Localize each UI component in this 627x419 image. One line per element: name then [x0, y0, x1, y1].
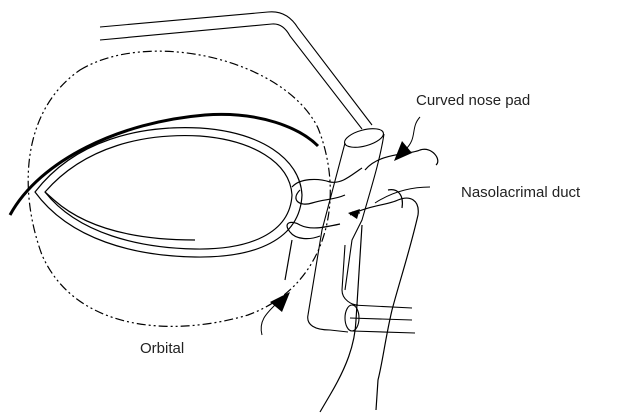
nasolacrimal-duct-label: Nasolacrimal duct — [461, 185, 580, 200]
lens-rim — [35, 128, 302, 257]
eyebrow-line — [10, 114, 318, 215]
orbital-outline — [28, 51, 330, 326]
nose-profile — [320, 149, 438, 412]
duct-junction-marker — [348, 209, 360, 219]
orbital-label: Orbital — [140, 341, 184, 355]
temple-arm — [100, 12, 372, 129]
nose-pad-arrow — [394, 117, 420, 161]
orbital-arrow — [261, 292, 290, 335]
lower-pad-tube — [342, 245, 415, 333]
curved-nose-pad-label: Curved nose pad — [416, 93, 530, 108]
